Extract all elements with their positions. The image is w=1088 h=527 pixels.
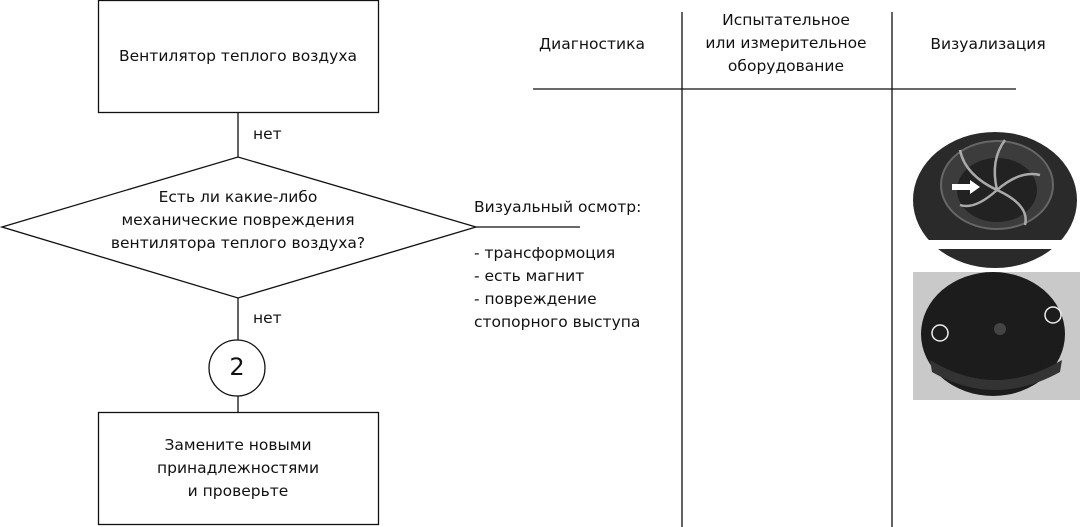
no-label: нет — [253, 309, 282, 327]
connector-number: 2 — [229, 353, 245, 381]
header-line: оборудование — [727, 57, 845, 75]
highlight-circle — [931, 324, 949, 342]
box-bottom-line: и проверьте — [187, 482, 289, 500]
diagnostics-title: Визуальный осмотр: — [474, 198, 642, 216]
header-equipment: Испытательное или измерительное оборудов… — [705, 9, 866, 78]
no-label: нет — [253, 125, 282, 143]
decision-line: механические повреждения — [121, 211, 355, 229]
header-line: или измерительное — [705, 34, 867, 52]
decision-line: Есть ли какие-либо — [158, 188, 318, 206]
box-bottom-line: Замените новыми — [164, 436, 312, 454]
decision-line: вентилятора теплого воздуха? — [110, 234, 366, 252]
box-bottom-text: Замените новыми принадлежностями и прове… — [157, 434, 319, 503]
diagnostics-list: - трансформоция - есть магнит - поврежде… — [474, 242, 640, 334]
box-top — [97, 0, 380, 114]
arrow-icon — [952, 180, 980, 194]
diagnostics-item: - есть магнит — [474, 267, 585, 285]
box-bottom-line: принадлежностями — [156, 459, 320, 477]
header-visualization: Визуализация — [930, 35, 1046, 53]
box-bottom — [97, 411, 380, 526]
highlight-circle — [1044, 306, 1062, 324]
diagnostics-item: стопорного выступа — [474, 313, 641, 331]
fan-photo-bottom — [913, 272, 1080, 400]
fan-photo-top — [913, 117, 1078, 268]
box-top-label: Вентилятор теплого воздуха — [119, 47, 357, 65]
decision-text: Есть ли какие-либо механические поврежде… — [111, 186, 365, 255]
diagnostics-item: - повреждение — [474, 290, 597, 308]
connector-circle — [208, 339, 266, 397]
header-diagnostics: Диагностика — [539, 35, 645, 53]
diagnostics-item: - трансформоция — [474, 244, 616, 262]
header-line: Испытательное — [722, 11, 850, 29]
